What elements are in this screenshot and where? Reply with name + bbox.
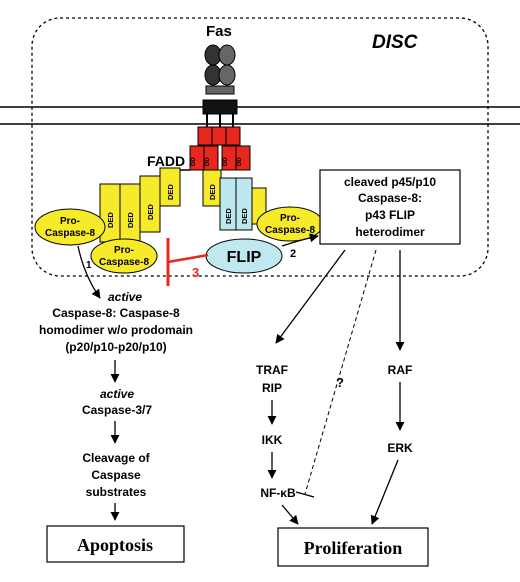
- arrow-erk-to-proliferation: [370, 459, 399, 525]
- proliferation-box: [277, 527, 429, 567]
- homodimer-line1: Caspase-8: Caspase-8: [52, 306, 180, 320]
- active-label-1: active: [108, 290, 142, 304]
- procaspase-upper-line2: Caspase-8: [45, 228, 95, 239]
- ded-label-r2: DED: [224, 208, 233, 224]
- left-ded-stack: [99, 167, 190, 243]
- inhibition-line: [167, 253, 209, 264]
- erk-label: ERK: [387, 441, 413, 455]
- ded-label-r3: DED: [240, 208, 249, 224]
- heterodimer-line1: cleaved p45/p10: [344, 175, 436, 189]
- rip-label: RIP: [262, 381, 282, 395]
- arrow-heterodimer-to-traf: [275, 249, 346, 344]
- dd-label-3: DD: [223, 157, 229, 166]
- cleavage-line3: substrates: [86, 485, 147, 499]
- right-ded-stack: [202, 169, 267, 231]
- apoptosis-label: Apoptosis: [77, 535, 153, 555]
- raf-label: RAF: [388, 363, 413, 377]
- cleavage-line2: Caspase: [91, 468, 141, 482]
- arrow-procaspase-to-active: [77, 245, 101, 299]
- fadd-death-domains: [189, 126, 251, 171]
- arrow-flip-to-heterodimer: [281, 233, 319, 247]
- homodimer-line3: (p20/p10-p20/p10): [65, 340, 166, 354]
- flip-label: FLIP: [227, 249, 262, 266]
- apoptosis-box: [46, 525, 185, 563]
- dashed-inhibit-line: [304, 249, 377, 495]
- path-number-1: 1: [86, 260, 92, 271]
- fadd-label: FADD: [147, 153, 185, 169]
- ded-label-l3: DED: [146, 204, 155, 220]
- procaspase-8-upper: [34, 208, 106, 246]
- question-mark: ?: [336, 375, 344, 390]
- ikk-label: IKK: [262, 433, 283, 447]
- proliferation-label: Proliferation: [304, 538, 403, 558]
- path-number-3: 3: [192, 265, 199, 280]
- heterodimer-box: [319, 169, 461, 245]
- heterodimer-line2: Caspase-8:: [358, 191, 422, 205]
- traf-label: TRAF: [256, 363, 288, 377]
- procaspase-lower-line1: Pro-: [114, 245, 134, 256]
- fas-receptor: [202, 44, 238, 128]
- disc-boundary: [31, 17, 489, 277]
- procaspase-right-line2: Caspase-8: [265, 225, 315, 236]
- dd-label-2: DD: [205, 157, 211, 166]
- homodimer-line2: homodimer w/o prodomain: [39, 323, 193, 337]
- ded-label-l2: DED: [126, 212, 135, 228]
- procaspase-upper-line1: Pro-: [60, 216, 80, 227]
- fas-label: Fas: [206, 23, 232, 40]
- arrow-nfkb-to-proliferation: [281, 504, 299, 525]
- ded-label-r1: DED: [208, 184, 217, 200]
- path-number-2: 2: [290, 248, 296, 260]
- ded-label-l4: DED: [166, 184, 175, 200]
- dd-label-4: DD: [237, 157, 243, 166]
- disc-label: DISC: [372, 32, 418, 53]
- cleavage-line1: Cleavage of: [82, 451, 150, 465]
- dd-label-1: DD: [191, 157, 197, 166]
- caspase37-label: Caspase-3/7: [82, 403, 152, 417]
- ded-label-l1: DED: [106, 212, 115, 228]
- heterodimer-line4: heterodimer: [355, 225, 425, 239]
- heterodimer-line3: p43 FLIP: [365, 208, 415, 222]
- procaspase-lower-line2: Caspase-8: [99, 257, 149, 268]
- nfkb-label: NF-κB: [260, 486, 296, 500]
- procaspase-8-lower: [90, 238, 158, 274]
- dashed-inhibit-bar: [295, 491, 315, 498]
- active-label-2: active: [100, 387, 134, 401]
- procaspase-right-line1: Pro-: [280, 213, 300, 224]
